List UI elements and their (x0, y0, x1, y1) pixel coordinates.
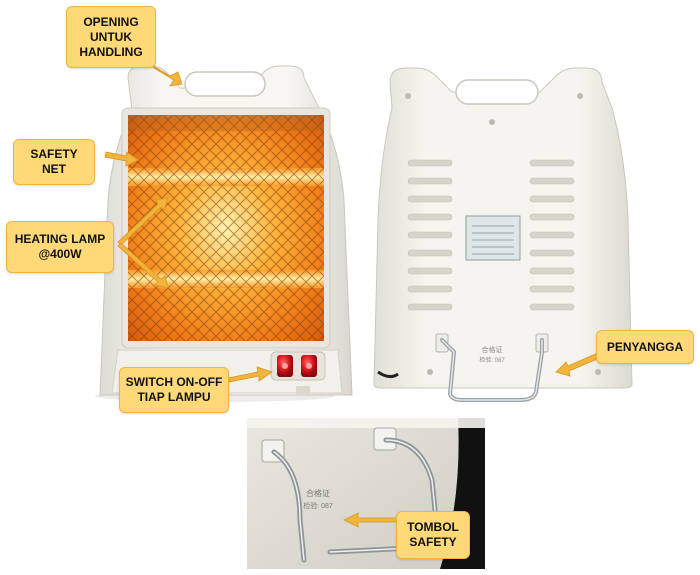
spec-plate (465, 215, 521, 261)
arrow-safety-net (104, 151, 139, 167)
arrow-lamp-top (117, 197, 169, 246)
back-heater: 合格证 检验: 087 (373, 67, 633, 402)
label-heating-lamp: HEATING LAMP @400W (6, 221, 114, 273)
label-opening: OPENING UNTUK HANDLING (66, 6, 156, 68)
certificate-label: 合格证 (482, 345, 503, 354)
arrow-lamp-bottom (117, 242, 169, 289)
arrow-switch (227, 366, 273, 383)
label-penyangga: PENYANGGA (596, 330, 694, 364)
callout-arrows (104, 63, 603, 528)
label-safety-net: SAFETY NET (13, 139, 95, 185)
svg-text:检验: 087: 检验: 087 (303, 501, 333, 510)
front-heater (95, 65, 353, 402)
arrow-opening (149, 63, 183, 87)
inspector-code: 检验: 087 (479, 356, 505, 364)
svg-text:合格证: 合格证 (306, 488, 330, 498)
label-tombol-safety: TOMBOL SAFETY (396, 511, 470, 559)
label-switch: SWITCH ON-OFF TIAP LAMPU (119, 367, 229, 413)
arrow-tombol (343, 512, 401, 528)
